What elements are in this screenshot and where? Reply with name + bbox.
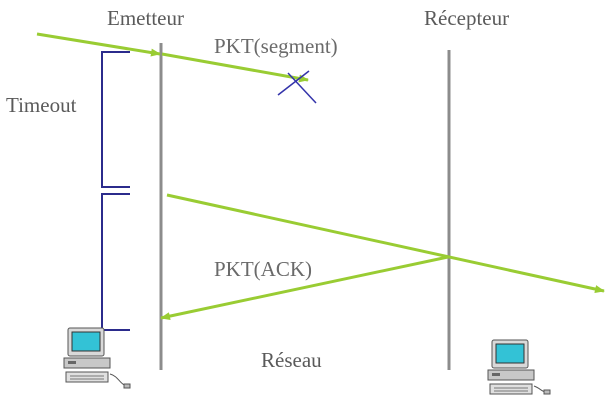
packet-ack-label: PKT(ACK): [214, 257, 312, 281]
incoming-data-arrow: [36, 32, 161, 57]
lost-segment-arrow: [161, 52, 309, 83]
desktop-computer-icon: [487, 339, 551, 395]
timeout-label: Timeout: [6, 93, 77, 117]
sender-label: Emetteur: [107, 6, 184, 30]
timeout-bracket-first: [101, 51, 130, 188]
ack-arrow: [160, 255, 449, 321]
desktop-computer-icon: [63, 327, 131, 389]
timeout-bracket-second: [101, 193, 130, 331]
receiver-label: Récepteur: [424, 6, 510, 30]
packet-lost-cross: [277, 70, 317, 104]
network-label: Réseau: [261, 348, 322, 372]
retransmitted-segment-arrow: [166, 193, 605, 293]
packet-segment-label: PKT(segment): [214, 34, 338, 58]
